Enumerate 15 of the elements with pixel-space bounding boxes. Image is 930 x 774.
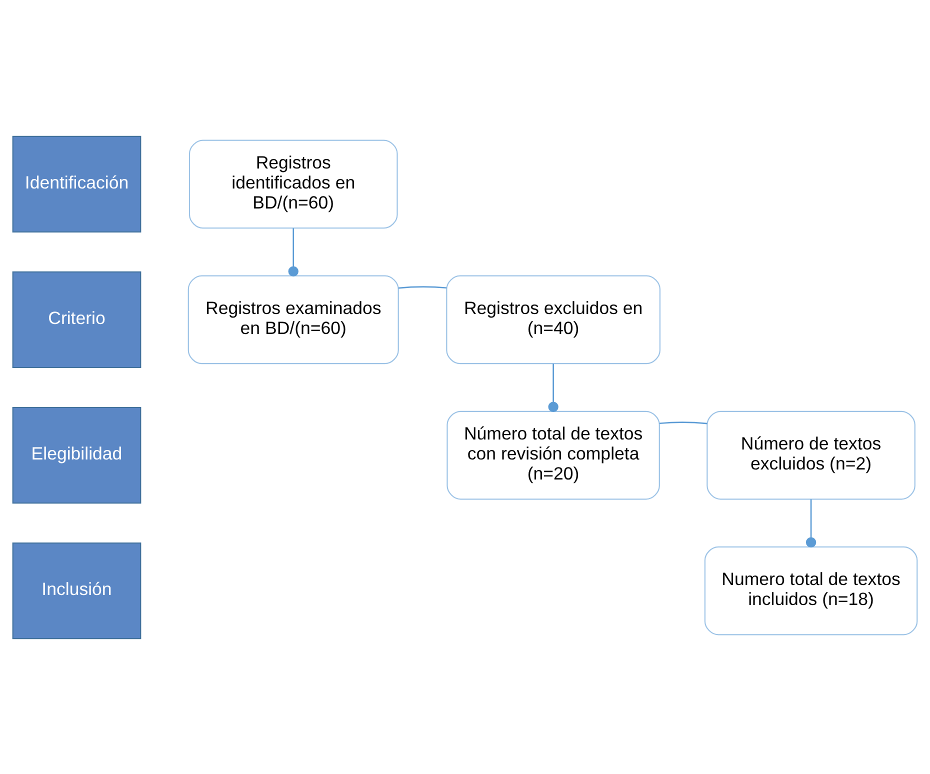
node-box: Registros identificados en BD/(n=60) — [188, 139, 398, 228]
connector — [806, 498, 816, 548]
node-box: Inclusión — [12, 542, 142, 639]
connector — [288, 228, 298, 276]
node-box: Identificación — [12, 135, 142, 232]
connector — [548, 363, 558, 412]
node-box: Número total de textos con revisión completa (n=20) — [446, 410, 660, 500]
node-box: Criterio — [12, 270, 142, 368]
connector — [398, 286, 447, 288]
node-box: Registros excluidos en (n=40) — [446, 274, 661, 364]
connector — [659, 421, 708, 424]
node-box: Registros examinados en BD/(n=60) — [188, 274, 399, 364]
node-box: Numero total de textos incluidos (n=18) — [704, 546, 918, 635]
node-box: Número de textos excluidos (n=2) — [706, 410, 916, 500]
node-box: Elegibilidad — [12, 406, 142, 504]
